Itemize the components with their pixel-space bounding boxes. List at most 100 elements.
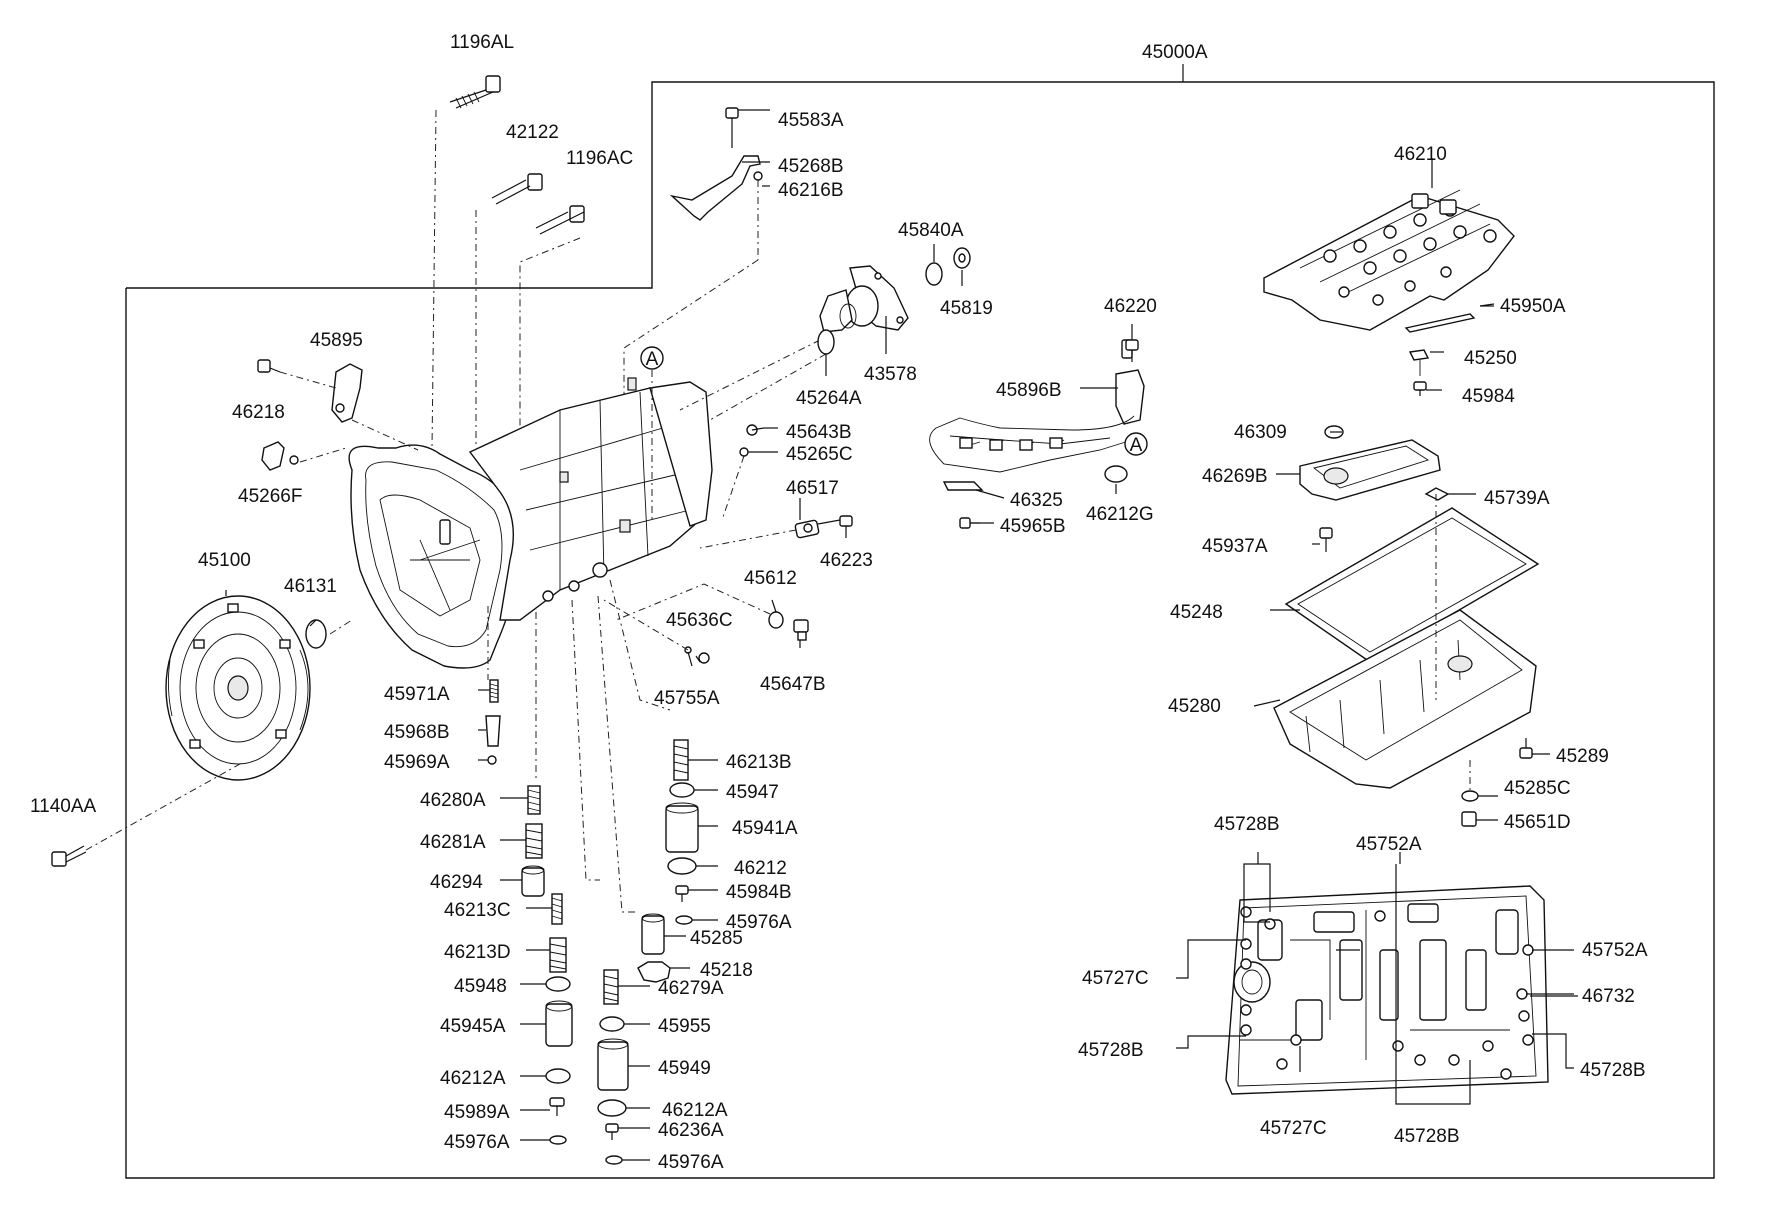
- oring-45955: [599, 1016, 625, 1032]
- part-labels: 1196AL 45000A 42122 1196AC 45583A 45268B…: [30, 32, 1648, 1173]
- label-45989a: 45989A: [444, 1102, 510, 1123]
- label-45819: 45819: [940, 298, 993, 319]
- flange-43578: [679, 265, 909, 411]
- callout-a-harness-label: A: [1130, 435, 1143, 456]
- label-45945a: 45945A: [440, 1016, 506, 1037]
- label-1196ac: 1196AC: [566, 148, 633, 169]
- piston-45949: [597, 1038, 629, 1091]
- label-45976a-right: 45976A: [658, 1152, 724, 1173]
- label-46210: 46210: [1394, 144, 1447, 165]
- label-45289: 45289: [1556, 746, 1609, 767]
- lower-valve-body: [1225, 885, 1549, 1095]
- label-45739a: 45739A: [1484, 488, 1550, 509]
- label-45250: 45250: [1464, 348, 1517, 369]
- lower-valve-leaders: [1176, 852, 1574, 1105]
- label-46213c: 46213C: [444, 900, 511, 921]
- label-46131: 46131: [284, 576, 337, 597]
- clip-45976a-left: [549, 1135, 567, 1145]
- seal-45840a: [925, 262, 943, 286]
- callout-a-case: A: [640, 346, 664, 520]
- bolt-1196ac: [519, 205, 585, 490]
- label-45266f: 45266F: [238, 486, 302, 507]
- label-45755a: 45755A: [654, 688, 720, 709]
- seal-45264a: [817, 329, 835, 355]
- clip-45976a-mid: [675, 915, 693, 925]
- label-45000a: 45000A: [1142, 42, 1208, 63]
- torque-converter-45100: [165, 595, 311, 781]
- label-45947: 45947: [726, 782, 779, 803]
- label-46218: 46218: [232, 402, 285, 423]
- seal-45612: [768, 611, 784, 629]
- label-45752a-right: 45752A: [1582, 940, 1648, 961]
- spring-46281a: [525, 823, 543, 859]
- label-45984b: 45984B: [726, 882, 792, 903]
- label-45727c-bottom: 45727C: [1260, 1118, 1327, 1139]
- piston-45945a: [545, 1000, 573, 1047]
- label-45728b-top: 45728B: [1214, 814, 1280, 835]
- valve-body-46210: [1263, 158, 1515, 331]
- label-46223: 46223: [820, 550, 873, 571]
- sensor-45895: [257, 359, 419, 451]
- label-46212a-left: 46212A: [440, 1068, 506, 1089]
- nut-45218: [637, 961, 671, 983]
- plate-45250: [1408, 349, 1430, 376]
- label-45968b: 45968B: [384, 722, 450, 743]
- piston-45285: [641, 913, 665, 955]
- oring-45265c: [739, 447, 749, 457]
- label-45651d: 45651D: [1504, 812, 1571, 833]
- label-45937a: 45937A: [1202, 536, 1268, 557]
- label-45583a: 45583A: [778, 110, 844, 131]
- label-45896b: 45896B: [996, 380, 1062, 401]
- bolt-45289: [1519, 738, 1533, 759]
- bolt-46236a: [605, 1123, 619, 1140]
- washer-45285c: [1461, 790, 1479, 802]
- label-45895: 45895: [310, 330, 363, 351]
- label-45612: 45612: [744, 568, 797, 589]
- label-45280: 45280: [1168, 696, 1221, 717]
- transmission-case: [348, 377, 713, 669]
- label-46213b: 46213B: [726, 752, 792, 773]
- stack-left-dashes: [487, 579, 671, 913]
- label-46213d: 46213D: [444, 942, 511, 963]
- oring-46212g: [1104, 465, 1128, 483]
- label-45248: 45248: [1170, 602, 1223, 623]
- label-45984: 45984: [1462, 386, 1515, 407]
- label-45752a-top: 45752A: [1356, 834, 1422, 855]
- label-45840a: 45840A: [898, 220, 964, 241]
- bolt-42122: [475, 173, 543, 448]
- label-46212: 46212: [734, 858, 787, 879]
- oring-46212a-left: [545, 1068, 571, 1084]
- label-46236a: 46236A: [658, 1120, 724, 1141]
- callout-a-case-label: A: [646, 349, 659, 370]
- valve-45968b: [485, 715, 501, 747]
- piston-46294: [521, 865, 545, 897]
- label-45950a: 45950A: [1500, 296, 1566, 317]
- bolt-45984b: [675, 885, 689, 902]
- spring-45971a: [489, 679, 499, 703]
- label-45100: 45100: [198, 550, 251, 571]
- label-45965b: 45965B: [1000, 516, 1066, 537]
- label-46212g: 46212G: [1086, 504, 1154, 525]
- seal-46131: [305, 619, 327, 649]
- label-46216b: 46216B: [778, 180, 844, 201]
- plug-45651d: [1461, 811, 1477, 827]
- sensor-46517: [699, 515, 853, 549]
- label-45976a-left: 45976A: [444, 1132, 510, 1153]
- assembly-frame: [125, 64, 1715, 1179]
- label-45941a: 45941A: [732, 818, 798, 839]
- spring-46213c: [551, 893, 563, 925]
- oil-pan-45280: [1273, 494, 1537, 790]
- piston-45941a: [665, 802, 699, 853]
- clip-45976a-right: [605, 1155, 623, 1165]
- label-45955: 45955: [658, 1016, 711, 1037]
- bolt-1140aa: [51, 763, 241, 867]
- label-45728b-right: 45728B: [1580, 1060, 1646, 1081]
- label-45218: 45218: [700, 960, 753, 981]
- label-1196al: 1196AL: [450, 32, 514, 53]
- label-45728b-left: 45728B: [1078, 1040, 1144, 1061]
- label-43578: 43578: [864, 364, 917, 385]
- label-46279a: 46279A: [658, 978, 724, 999]
- label-46517: 46517: [786, 478, 839, 499]
- label-46280a: 46280A: [420, 790, 486, 811]
